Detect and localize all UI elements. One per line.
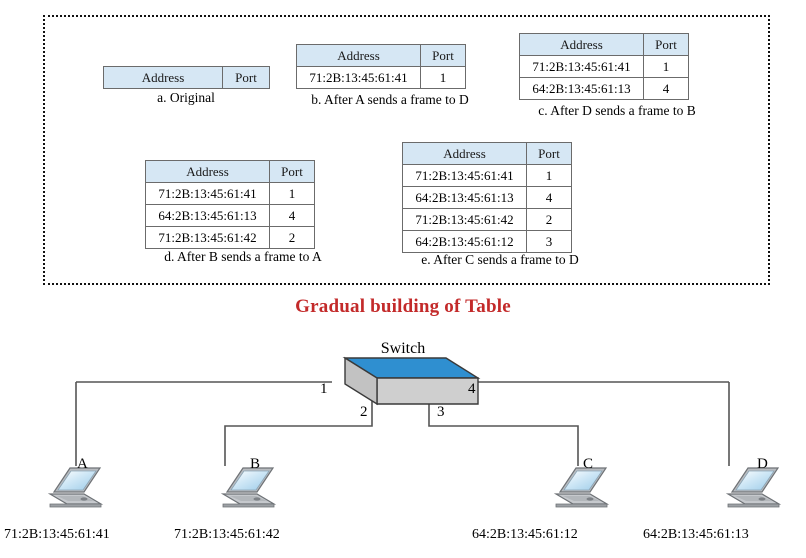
cell-address: 71:2B:13:45:61:41 xyxy=(402,164,527,187)
switch-side-face xyxy=(344,356,378,406)
table-row: 71:2B:13:45:61:41 1 xyxy=(296,66,466,89)
column-header-address: Address xyxy=(519,33,644,56)
switching-table-b: Address Port 71:2B:13:45:61:41 1 xyxy=(296,44,466,89)
table-caption-a: a. Original xyxy=(157,90,215,105)
cell-port: 1 xyxy=(643,55,689,78)
cell-port: 4 xyxy=(526,186,572,209)
cell-port: 2 xyxy=(526,208,572,231)
laptop-b-icon xyxy=(220,467,277,508)
cell-port: 1 xyxy=(420,66,466,89)
host-mac-a: 71:2B:13:45:61:41 xyxy=(4,527,110,542)
host-label-d: D xyxy=(757,456,768,472)
cell-port: 4 xyxy=(643,77,689,100)
figure-title: Gradual building of Table xyxy=(295,296,511,317)
switch-front-face xyxy=(376,377,479,405)
cell-address: 71:2B:13:45:61:41 xyxy=(296,66,421,89)
table-row: 71:2B:13:45:61:42 2 xyxy=(145,226,315,249)
table-caption-d: d. After B sends a frame to A xyxy=(164,249,322,264)
host-label-c: C xyxy=(583,456,594,472)
table-caption-b: b. After A sends a frame to D xyxy=(311,92,469,107)
table-row: 71:2B:13:45:61:41 1 xyxy=(519,55,689,78)
cell-port: 3 xyxy=(526,230,572,253)
cell-address: 64:2B:13:45:61:12 xyxy=(402,230,527,253)
network-links xyxy=(75,381,730,466)
switch-label: Switch xyxy=(380,340,426,357)
gradual-table-group-box xyxy=(43,15,770,285)
cell-port: 2 xyxy=(269,226,315,249)
port-number-2: 2 xyxy=(360,404,368,420)
cell-address: 71:2B:13:45:61:41 xyxy=(519,55,644,78)
port-number-3: 3 xyxy=(437,404,445,420)
cell-port: 1 xyxy=(269,182,315,205)
table-header-row: Address Port xyxy=(103,66,270,89)
column-header-port: Port xyxy=(643,33,689,56)
switching-table-e: Address Port 71:2B:13:45:61:41 1 64:2B:1… xyxy=(402,142,572,253)
column-header-address: Address xyxy=(103,66,223,89)
table-header-row: Address Port xyxy=(402,142,572,165)
table-row: 71:2B:13:45:61:41 1 xyxy=(145,182,315,205)
column-header-address: Address xyxy=(145,160,270,183)
table-row: 64:2B:13:45:61:13 4 xyxy=(145,204,315,227)
host-mac-d: 64:2B:13:45:61:13 xyxy=(643,527,749,542)
cell-address: 64:2B:13:45:61:13 xyxy=(402,186,527,209)
link-to-host-b xyxy=(224,392,373,466)
cell-address: 64:2B:13:45:61:13 xyxy=(145,204,270,227)
table-row: 64:2B:13:45:61:13 4 xyxy=(519,77,689,100)
table-row: 64:2B:13:45:61:12 3 xyxy=(402,230,572,253)
column-header-address: Address xyxy=(296,44,421,67)
switch-device xyxy=(342,356,481,406)
cell-address: 71:2B:13:45:61:42 xyxy=(402,208,527,231)
switching-table-c: Address Port 71:2B:13:45:61:41 1 64:2B:1… xyxy=(519,33,689,100)
switching-table-a: Address Port xyxy=(103,66,270,89)
laptop-a-icon xyxy=(47,467,104,508)
table-caption-e: e. After C sends a frame to D xyxy=(421,252,579,267)
table-caption-c: c. After D sends a frame to B xyxy=(538,103,696,118)
table-row: 71:2B:13:45:61:42 2 xyxy=(402,208,572,231)
table-row: 64:2B:13:45:61:13 4 xyxy=(402,186,572,209)
network-topology-diagram xyxy=(47,356,782,508)
laptop-c-icon xyxy=(553,467,610,508)
host-label-b: B xyxy=(250,456,261,472)
host-mac-b: 71:2B:13:45:61:42 xyxy=(174,527,280,542)
table-header-row: Address Port xyxy=(519,33,689,56)
cell-address: 71:2B:13:45:61:41 xyxy=(145,182,270,205)
switching-table-d: Address Port 71:2B:13:45:61:41 1 64:2B:1… xyxy=(145,160,315,249)
link-to-host-c xyxy=(428,392,579,466)
cell-port: 1 xyxy=(526,164,572,187)
port-number-4: 4 xyxy=(468,381,476,397)
column-header-port: Port xyxy=(222,66,270,89)
column-header-port: Port xyxy=(526,142,572,165)
column-header-address: Address xyxy=(402,142,527,165)
table-row: 71:2B:13:45:61:41 1 xyxy=(402,164,572,187)
column-header-port: Port xyxy=(269,160,315,183)
cell-address: 64:2B:13:45:61:13 xyxy=(519,77,644,100)
laptop-d-icon xyxy=(725,467,782,508)
table-header-row: Address Port xyxy=(145,160,315,183)
host-mac-c: 64:2B:13:45:61:12 xyxy=(472,527,578,542)
host-label-a: A xyxy=(77,456,88,472)
column-header-port: Port xyxy=(420,44,466,67)
port-number-1: 1 xyxy=(320,381,328,397)
cell-address: 71:2B:13:45:61:42 xyxy=(145,226,270,249)
table-header-row: Address Port xyxy=(296,44,466,67)
cell-port: 4 xyxy=(269,204,315,227)
